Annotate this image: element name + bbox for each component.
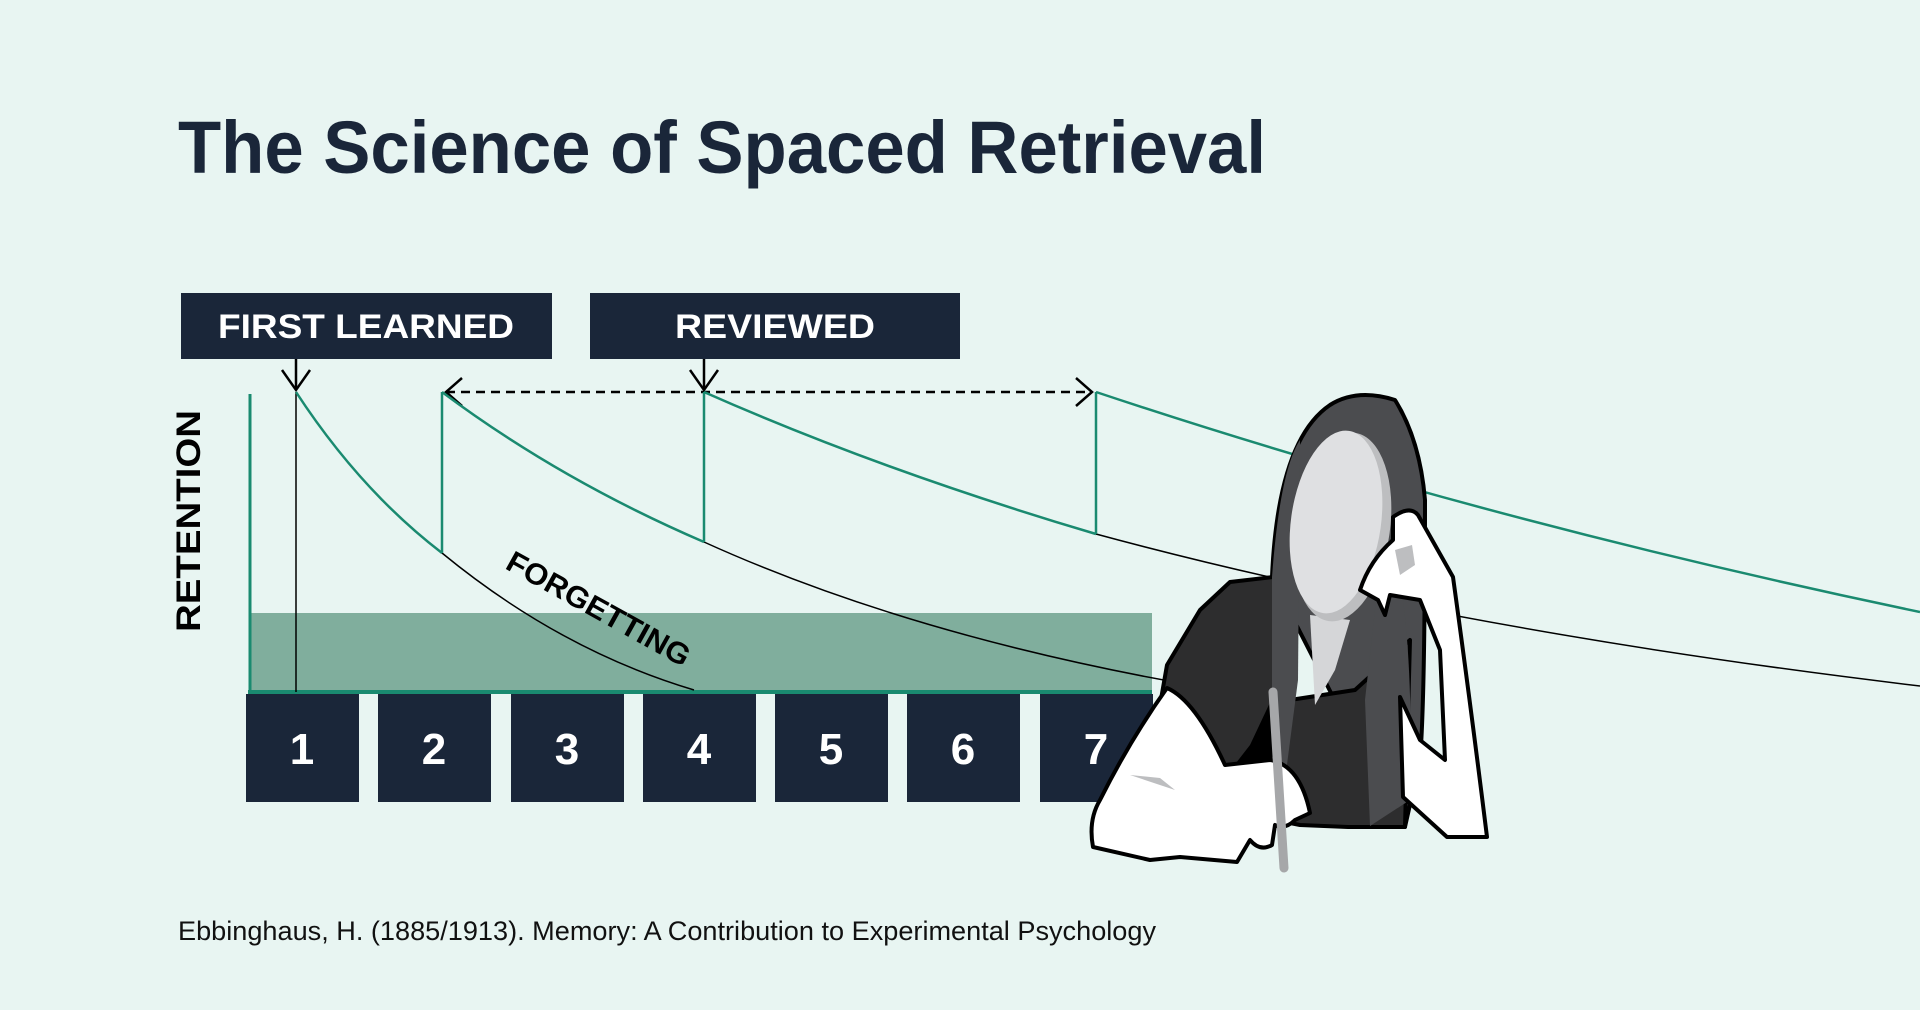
day-number: 3 (555, 725, 579, 774)
first-learned-label: FIRST LEARNED (181, 293, 552, 359)
curve-2-forgetting (703, 541, 1221, 691)
day-number: 7 (1084, 725, 1108, 774)
day-box: 6 (907, 694, 1020, 802)
student-illustration (1089, 393, 1489, 873)
curve-1 (294, 391, 443, 554)
first-learned-text: FIRST LEARNED (218, 308, 514, 346)
curve-3 (703, 390, 1097, 536)
curve-2 (441, 390, 705, 544)
day-box: 3 (511, 694, 624, 802)
day-number: 2 (422, 725, 446, 774)
day-box: 4 (643, 694, 756, 802)
day-box: 5 (775, 694, 888, 802)
retention-axis-label: RETENTION (170, 410, 208, 632)
retention-band (250, 613, 1152, 690)
day-box: 2 (378, 694, 491, 802)
curve-3-forgetting (1095, 533, 1920, 687)
reviewed-label: REVIEWED (590, 293, 960, 359)
day-number: 4 (687, 725, 712, 774)
forgetting-curves (294, 390, 1920, 692)
day-number: 1 (290, 725, 314, 774)
first-learned-arrow-icon (280, 359, 312, 393)
reviewed-arrow-icon (688, 359, 720, 393)
day-boxes: 1 2 3 4 5 6 7 (246, 694, 1153, 802)
day-box: 1 (246, 694, 359, 802)
citation: Ebbinghaus, H. (1885/1913). Memory: A Co… (178, 916, 1157, 946)
pencil-icon (1268, 687, 1289, 873)
reviewed-text: REVIEWED (675, 308, 875, 346)
day-number: 5 (819, 725, 843, 774)
day-number: 6 (951, 725, 975, 774)
curve-4 (1095, 390, 1920, 614)
curve-1-forgetting (441, 552, 695, 691)
page-title: The Science of Spaced Retrieval (178, 106, 1266, 189)
